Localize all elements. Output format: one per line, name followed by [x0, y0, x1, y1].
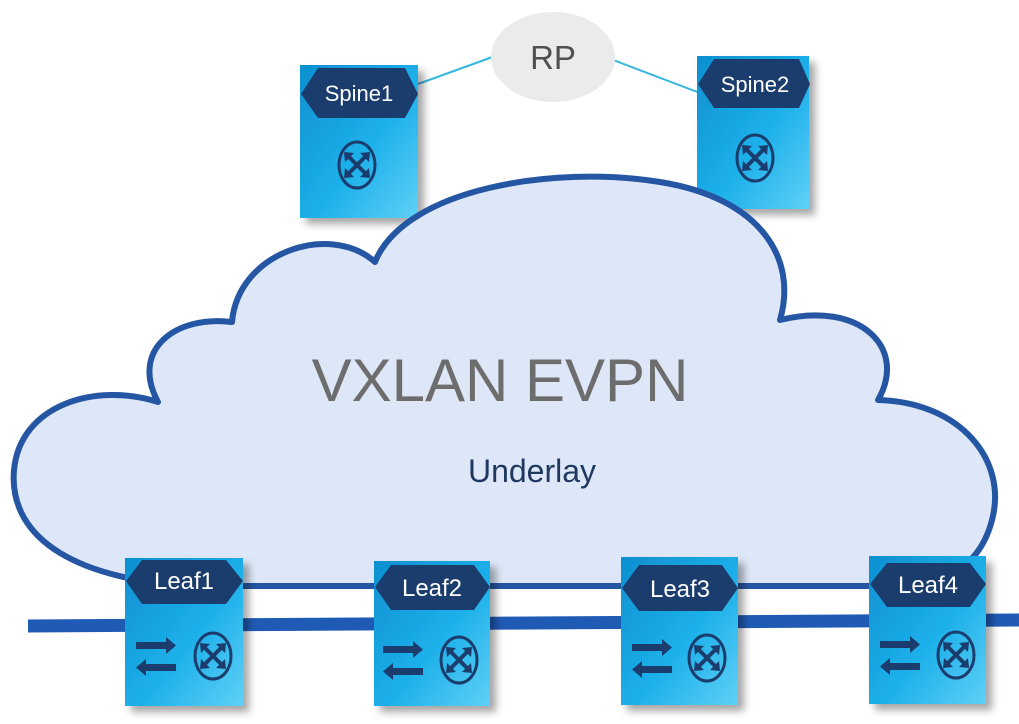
leaf4-label: Leaf4	[898, 572, 958, 599]
spine1-label: Spine1	[325, 81, 394, 106]
rp-link-spine1	[417, 54, 499, 85]
leaf2-node[interactable]: Leaf2	[374, 561, 490, 706]
rp-link-spine2	[607, 57, 701, 94]
spine2-node[interactable]: Spine2	[697, 56, 810, 209]
rp-node[interactable]: RP	[491, 12, 615, 102]
leaf1-node[interactable]: Leaf1	[125, 558, 243, 706]
leaf1-label: Leaf1	[154, 568, 214, 595]
spine2-label: Spine2	[721, 72, 790, 97]
underlay-cloud	[10, 173, 999, 590]
cloud-subtitle: Underlay	[468, 453, 596, 489]
rp-label: RP	[530, 39, 576, 76]
spine1-node[interactable]: Spine1	[300, 65, 418, 218]
leaf2-label: Leaf2	[402, 575, 462, 602]
leaf3-label: Leaf3	[650, 576, 710, 603]
leaf4-node[interactable]: Leaf4	[869, 556, 986, 704]
leaf3-node[interactable]: Leaf3	[621, 557, 738, 705]
cloud-title: VXLAN EVPN	[312, 347, 689, 414]
